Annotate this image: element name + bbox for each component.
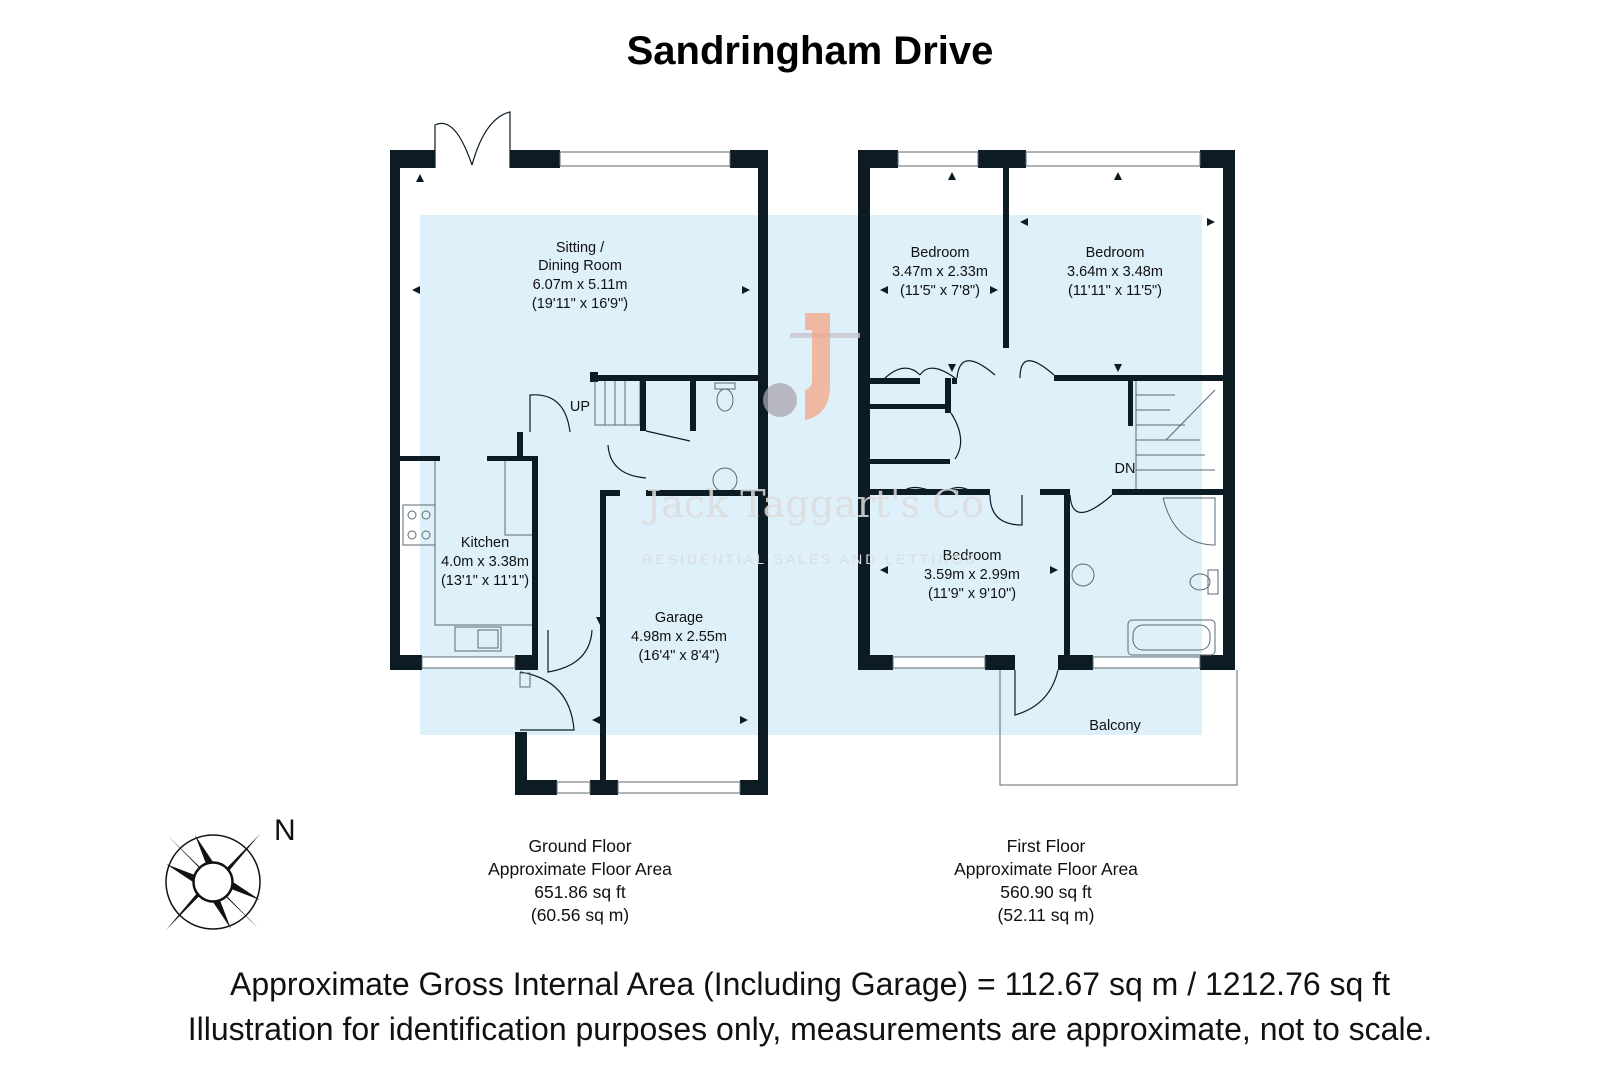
svg-text:4.98m x 2.55m: 4.98m x 2.55m — [631, 629, 727, 645]
svg-text:Kitchen: Kitchen — [461, 535, 509, 551]
bedroom-2: Bedroom 3.64m x 3.48m (11'11" x 11'5") — [1067, 245, 1163, 299]
first-floor-area: First Floor Approximate Floor Area 560.9… — [954, 836, 1138, 925]
page-title: Sandringham Drive — [627, 29, 994, 73]
svg-text:Bedroom: Bedroom — [943, 548, 1002, 564]
bedroom-3: Bedroom 3.59m x 2.99m (11'9" x 9'10") — [924, 548, 1020, 602]
svg-text:(16'4" x 8'4"): (16'4" x 8'4") — [638, 648, 719, 664]
logo-j-icon — [805, 313, 830, 420]
bedroom-1: Bedroom 3.47m x 2.33m (11'5" x 7'8") — [892, 245, 988, 299]
svg-text:4.0m x 3.38m: 4.0m x 3.38m — [441, 554, 529, 570]
svg-text:Bedroom: Bedroom — [911, 245, 970, 261]
svg-text:(19'11" x 16'9"): (19'11" x 16'9") — [532, 296, 628, 312]
svg-text:(13'1" x 11'1"): (13'1" x 11'1") — [441, 573, 529, 589]
svg-text:First Floor: First Floor — [1007, 836, 1086, 856]
svg-text:Bedroom: Bedroom — [1086, 245, 1145, 261]
balcony-label: Balcony — [1089, 718, 1141, 734]
svg-text:Ground Floor: Ground Floor — [528, 836, 631, 856]
bath-icon — [1127, 619, 1216, 656]
compass-rose-icon — [165, 834, 261, 930]
svg-text:Approximate Floor Area: Approximate Floor Area — [954, 859, 1138, 879]
svg-text:560.90 sq ft: 560.90 sq ft — [1000, 882, 1092, 902]
disclaimer-note: Illustration for identification purposes… — [188, 1011, 1432, 1047]
compass-north-label: N — [274, 814, 296, 847]
watermark-name: Jack Taggart's Co — [642, 482, 984, 526]
gross-area-note: Approximate Gross Internal Area (Includi… — [230, 966, 1390, 1002]
svg-text:3.59m x 2.99m: 3.59m x 2.99m — [924, 567, 1020, 583]
svg-text:3.64m x 3.48m: 3.64m x 3.48m — [1067, 264, 1163, 280]
kitchen-room: Kitchen 4.0m x 3.38m (13'1" x 11'1") — [441, 535, 529, 589]
svg-text:Sitting /: Sitting / — [556, 240, 605, 256]
watermark-logo: Jack Taggart's Co RESIDENTIAL SALES AND … — [642, 313, 984, 567]
svg-text:6.07m x 5.11m: 6.07m x 5.11m — [533, 277, 628, 293]
sitting-dining-room: Sitting / Dining Room 6.07m x 5.11m (19'… — [532, 240, 628, 312]
shaded-overlay — [420, 215, 1202, 735]
stairs-down-label: DN — [1115, 461, 1136, 477]
basin-icon — [1071, 563, 1095, 587]
shower-icon — [1162, 497, 1216, 546]
svg-text:(60.56 sq m): (60.56 sq m) — [531, 905, 629, 925]
svg-text:Approximate Floor Area: Approximate Floor Area — [488, 859, 672, 879]
svg-text:Garage: Garage — [655, 610, 703, 626]
svg-text:3.47m x 2.33m: 3.47m x 2.33m — [892, 264, 988, 280]
garage-room: Garage 4.98m x 2.55m (16'4" x 8'4") — [631, 610, 727, 664]
svg-text:651.86 sq ft: 651.86 sq ft — [534, 882, 626, 902]
first-floor-plan: DN — [858, 150, 1238, 786]
stairs-up-label: UP — [570, 399, 590, 415]
balcony-outline — [999, 670, 1238, 786]
watermark-tagline: RESIDENTIAL SALES AND LETTINGS — [642, 551, 977, 567]
sink-icon — [454, 626, 502, 652]
hob-icon — [402, 504, 436, 546]
ground-floor-plan: UP — [390, 111, 768, 795]
svg-text:(52.11 sq m): (52.11 sq m) — [998, 905, 1095, 925]
logo-dot-icon — [763, 383, 797, 417]
svg-text:(11'11" x 11'5"): (11'11" x 11'5") — [1068, 283, 1162, 299]
ground-floor-area: Ground Floor Approximate Floor Area 651.… — [488, 836, 672, 925]
svg-text:(11'9" x 9'10"): (11'9" x 9'10") — [928, 586, 1016, 602]
svg-text:(11'5" x 7'8"): (11'5" x 7'8") — [900, 283, 980, 299]
toilet-icon — [1189, 573, 1211, 591]
svg-text:Dining Room: Dining Room — [538, 258, 622, 274]
